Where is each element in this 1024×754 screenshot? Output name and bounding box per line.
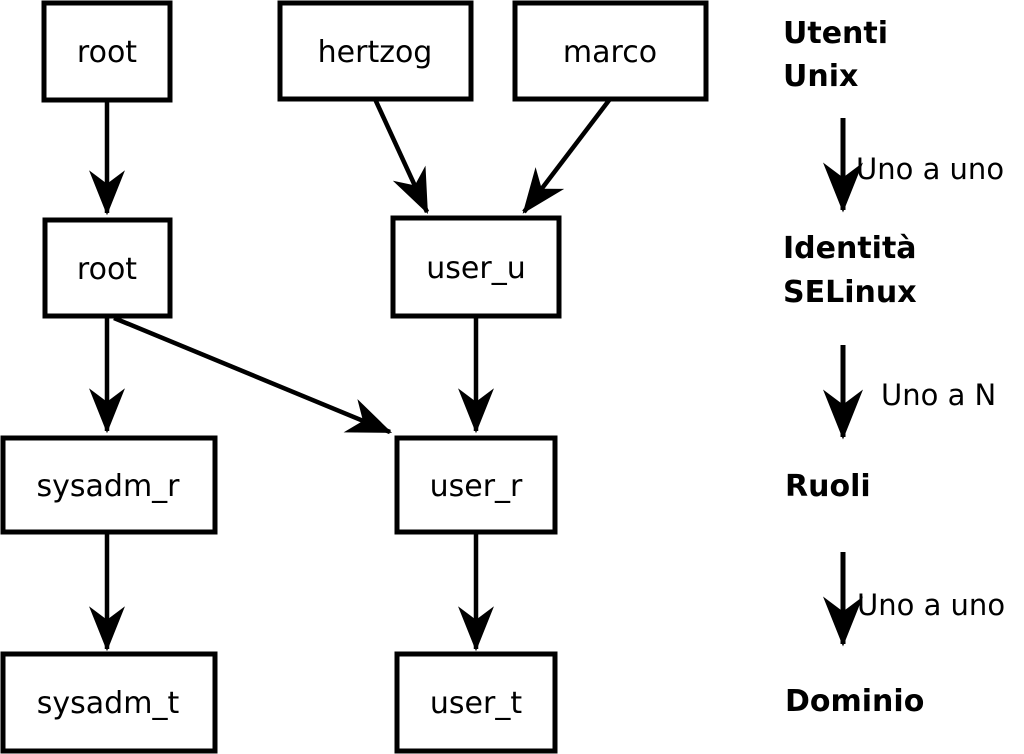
node-domain-sysadm-t-box bbox=[0, 651, 218, 754]
node-role-user-r: user_r bbox=[394, 435, 558, 535]
legend: Utenti Unix Uno a uno Identità SELinux U… bbox=[783, 16, 1005, 719]
legend-uno-a-uno-2-label: Uno a uno bbox=[857, 588, 1005, 622]
node-role-sysadm-r-box bbox=[0, 435, 218, 535]
node-role-user-r-box bbox=[394, 435, 558, 535]
legend-ruoli-label: Ruoli bbox=[785, 469, 871, 504]
legend-identita-line2: SELinux bbox=[783, 275, 917, 310]
node-unix-root-box bbox=[41, 0, 173, 103]
node-role-user-r-label: user_r bbox=[430, 469, 523, 504]
edge-marco-to-useru-arrow bbox=[522, 97, 612, 214]
node-domain-user-t-label: user_t bbox=[430, 686, 522, 721]
edge-hertzog-to-useru-arrow bbox=[372, 98, 430, 215]
legend-uno-a-n-label: Uno a N bbox=[881, 378, 996, 412]
node-unix-marco: marco bbox=[512, 0, 709, 102]
node-selinux-root-label: root bbox=[77, 252, 137, 287]
legend-identita-line1: Identità bbox=[783, 231, 917, 266]
node-unix-root: root bbox=[41, 0, 173, 103]
node-selinux-user-u-label: user_u bbox=[426, 251, 525, 286]
node-unix-root-label: root bbox=[77, 35, 137, 70]
node-role-sysadm-r: sysadm_r bbox=[0, 435, 218, 535]
node-unix-marco-box bbox=[512, 0, 709, 102]
node-domain-sysadm-t: sysadm_t bbox=[0, 651, 218, 754]
node-unix-marco-label: marco bbox=[563, 35, 657, 70]
legend-dominio-label: Dominio bbox=[785, 684, 924, 719]
node-selinux-user-u-box bbox=[390, 215, 562, 319]
legend-utenti-unix-line2: Unix bbox=[783, 59, 858, 94]
legend-utenti-unix-line1: Utenti bbox=[783, 16, 888, 51]
edge-selinuxroot-to-userr-arrow bbox=[113, 315, 393, 435]
node-selinux-root: root bbox=[42, 217, 173, 319]
node-domain-user-t-box bbox=[394, 651, 558, 754]
node-unix-hertzog-label: hertzog bbox=[318, 35, 433, 70]
node-selinux-user-u: user_u bbox=[390, 215, 562, 319]
node-unix-hertzog-box bbox=[277, 0, 474, 102]
node-selinux-root-box bbox=[42, 217, 173, 319]
node-role-sysadm-r-label: sysadm_r bbox=[37, 469, 181, 504]
node-domain-user-t: user_t bbox=[394, 651, 558, 754]
node-domain-sysadm-t-label: sysadm_t bbox=[37, 686, 180, 721]
legend-uno-a-uno-1-label: Uno a uno bbox=[856, 152, 1004, 186]
node-unix-hertzog: hertzog bbox=[277, 0, 474, 102]
